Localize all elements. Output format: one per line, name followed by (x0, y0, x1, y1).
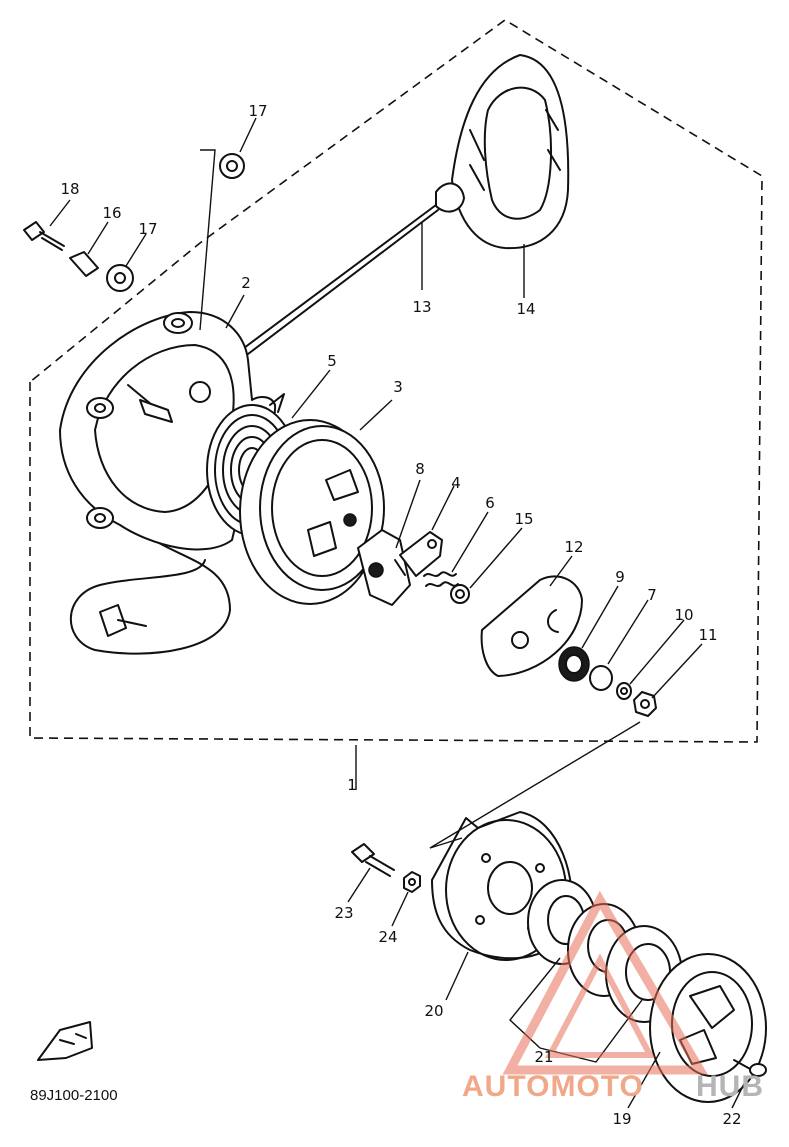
callout-19: 19 (612, 1110, 631, 1128)
callout-24: 24 (378, 928, 397, 946)
callout-13: 13 (412, 298, 431, 316)
callout-8: 8 (415, 460, 425, 478)
callout-2: 2 (241, 274, 251, 292)
callout-9: 9 (615, 568, 625, 586)
callout-5: 5 (327, 352, 337, 370)
friction-plate (480, 575, 583, 677)
collar-16 (69, 251, 99, 277)
callout-10: 10 (674, 606, 693, 624)
drawing-code: 89J100-2100 (30, 1087, 118, 1104)
screw-22 (733, 1059, 767, 1077)
forward-mark-icon (37, 1021, 93, 1061)
watermark-text-a: AUTOMOTO (462, 1070, 644, 1103)
collar (450, 584, 470, 604)
callout-22: 22 (722, 1110, 741, 1128)
callout-15: 15 (514, 510, 533, 528)
bearing (558, 646, 590, 682)
callout-21: 21 (534, 1048, 553, 1066)
grommet-17-lower (106, 264, 134, 292)
callout-20: 20 (424, 1002, 443, 1020)
callout-16: 16 (102, 204, 121, 222)
callout-4: 4 (451, 474, 461, 492)
callout-11: 11 (698, 626, 717, 644)
bolt-23 (351, 843, 395, 877)
starter-rope (243, 204, 437, 349)
watermark-text-b: HUB (696, 1070, 764, 1103)
assembly-boundary (29, 19, 763, 743)
starter-handle (435, 54, 570, 250)
drive-pawl (357, 529, 411, 606)
grommet-17-upper (219, 153, 245, 179)
bolt-18 (23, 221, 65, 251)
leader-lines (49, 117, 749, 1109)
spring-washer (616, 682, 632, 700)
callout-12: 12 (564, 538, 583, 556)
watermark-logo (502, 890, 708, 1075)
callout-23: 23 (334, 904, 353, 922)
coil-spring (423, 571, 459, 587)
callout-3: 3 (393, 378, 403, 396)
hex-nut (633, 691, 657, 717)
callout-17-upper: 17 (248, 102, 267, 120)
callout-17-lower: 17 (138, 220, 157, 238)
rope-pulley (239, 419, 385, 605)
callout-1: 1 (347, 776, 357, 794)
callout-6: 6 (485, 494, 495, 512)
nut-24 (403, 871, 421, 893)
pawl-plate (399, 531, 443, 577)
callout-18: 18 (60, 180, 79, 198)
callout-14: 14 (516, 300, 535, 318)
callout-7: 7 (647, 586, 657, 604)
rope-end-plug (99, 604, 147, 637)
plain-washer (589, 665, 613, 691)
